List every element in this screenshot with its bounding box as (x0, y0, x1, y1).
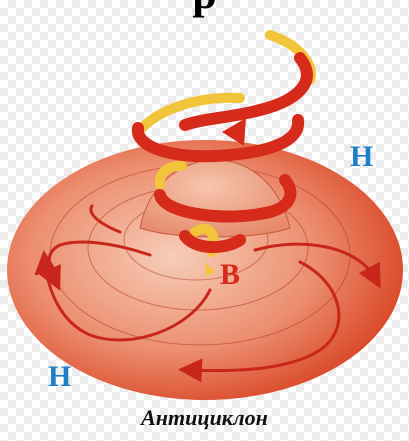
high-pressure-label-right: Н (350, 140, 373, 174)
high-pressure-label-left: Н (48, 360, 71, 394)
caption: Антициклон (0, 405, 409, 431)
low-pressure-label-center: В (220, 258, 240, 292)
